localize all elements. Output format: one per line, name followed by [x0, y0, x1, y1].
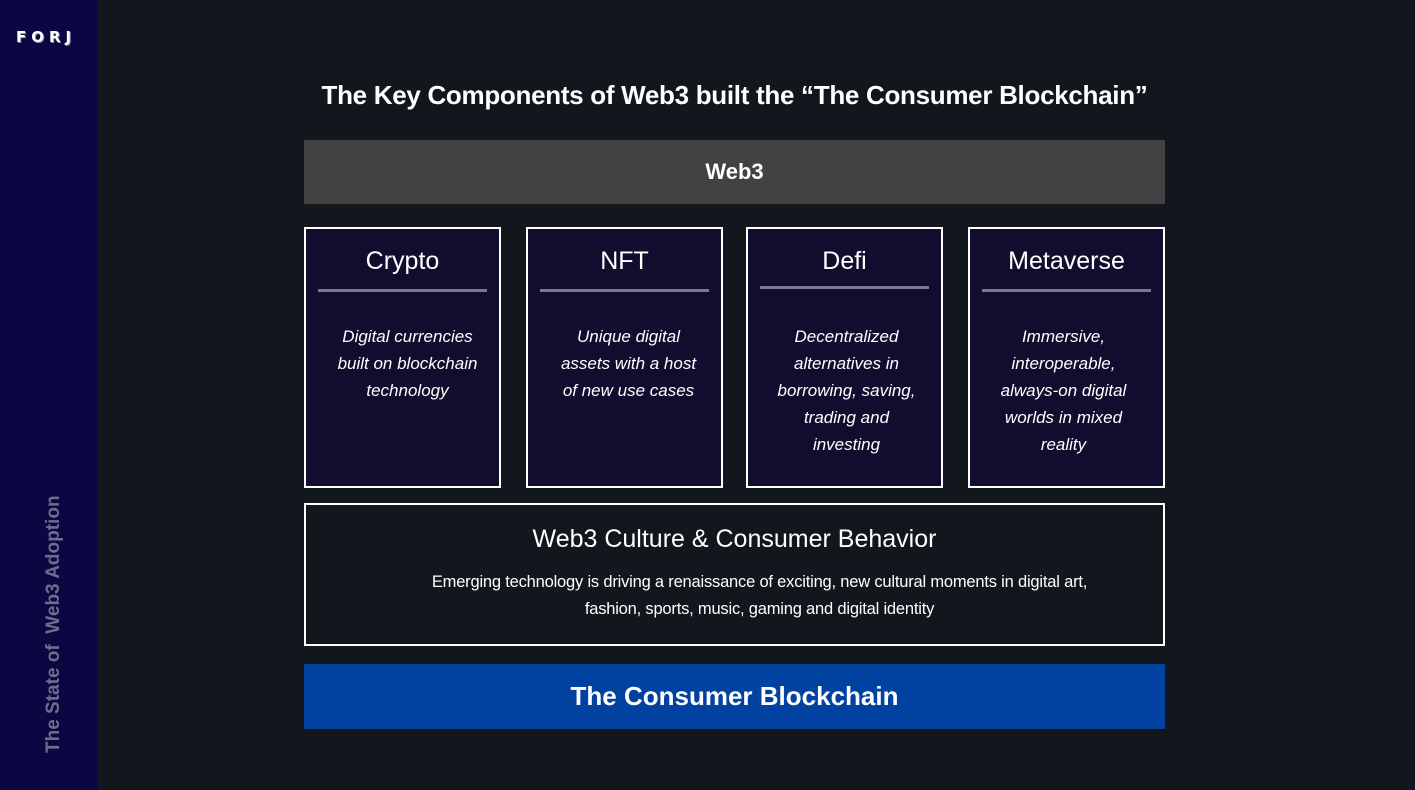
- consumer-blockchain-label: The Consumer Blockchain: [570, 681, 899, 711]
- web3-layer-label: Web3: [705, 159, 764, 184]
- component-card-nft: NFT Unique digital assets with a host of…: [526, 227, 723, 488]
- component-divider: [540, 289, 709, 292]
- component-description: Digital currencies built on blockchain t…: [337, 327, 478, 400]
- component-title: Crypto: [365, 247, 440, 275]
- component-description: Unique digital assets with a host of new…: [560, 327, 697, 400]
- forj-logo: FORJ: [16, 28, 77, 46]
- component-card-metaverse: Metaverse Immersive, interoperable, alwa…: [968, 227, 1165, 488]
- sidebar: FORJ The State of Web3 Adoption: [0, 0, 98, 790]
- culture-title: Web3 Culture & Consumer Behavior: [532, 525, 937, 553]
- component-title: Defi: [822, 247, 867, 275]
- page-title: The Key Components of Web3 built the “Th…: [321, 80, 1148, 110]
- consumer-blockchain-layer: The Consumer Blockchain: [304, 664, 1165, 729]
- component-card-crypto: Crypto Digital currencies built on block…: [304, 227, 501, 488]
- component-card-defi: Defi Decentralized alternatives in borro…: [746, 227, 943, 488]
- culture-layer: Web3 Culture & Consumer Behavior Emergin…: [304, 503, 1165, 646]
- component-divider: [318, 289, 487, 292]
- sidebar-vertical-title: The State of Web3 Adoption: [43, 495, 64, 753]
- component-divider: [982, 289, 1151, 292]
- component-title: NFT: [600, 247, 649, 275]
- component-title: Metaverse: [1008, 247, 1125, 275]
- culture-description: Emerging technology is driving a renaiss…: [431, 573, 1088, 618]
- component-description: Decentralized alternatives in borrowing,…: [777, 327, 916, 454]
- web3-layer: Web3: [304, 140, 1165, 204]
- component-divider: [760, 286, 929, 289]
- component-description: Immersive, interoperable, always-on digi…: [1000, 327, 1127, 454]
